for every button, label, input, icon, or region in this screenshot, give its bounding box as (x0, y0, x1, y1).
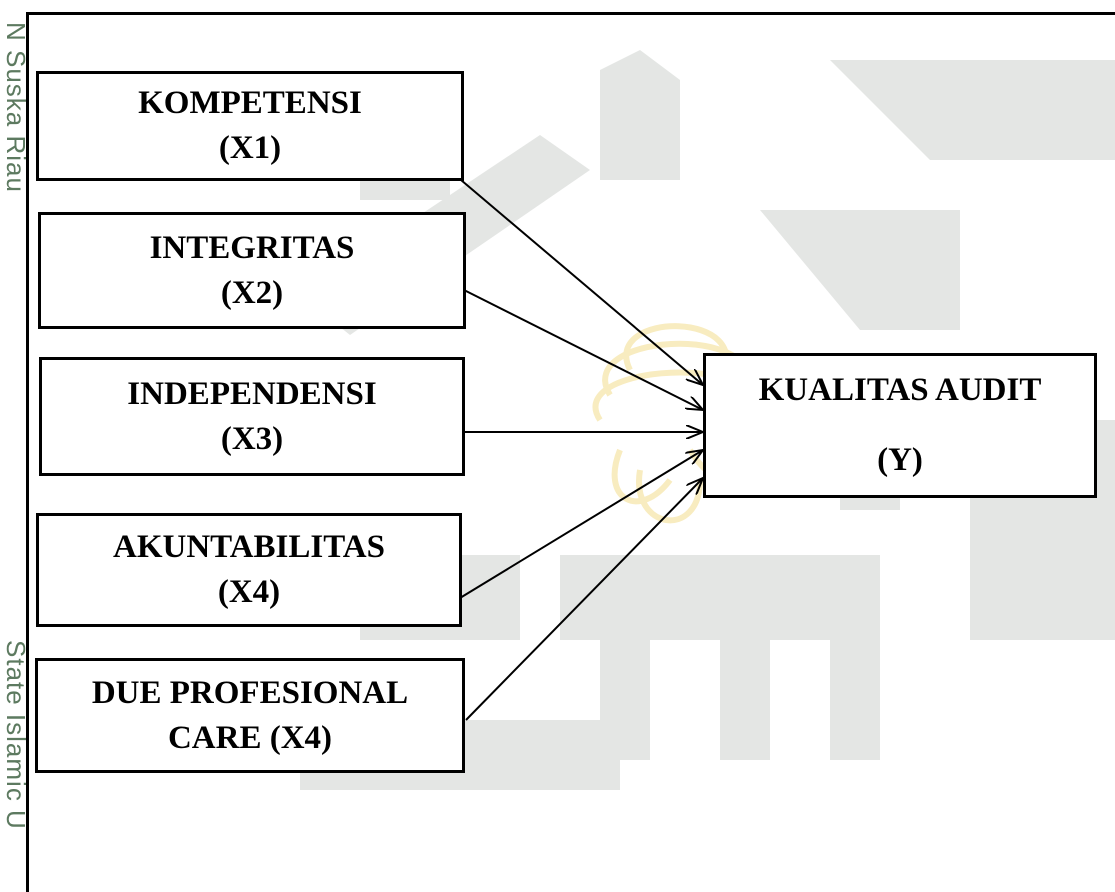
arrow-x1-to-y (460, 179, 703, 385)
variable-code: (X4) (217, 574, 281, 610)
diagram-frame (26, 12, 1115, 892)
variable-code: (X2) (220, 274, 284, 311)
variable-name: KOMPETENSI (138, 85, 362, 122)
variable-name: INDEPENDENSI (127, 375, 377, 412)
variable-box-due-profesional-care: DUE PROFESIONAL CARE (X4) (35, 658, 465, 773)
variable-box-akuntabilitas: AKUNTABILITAS (X4) (36, 513, 462, 627)
variable-box-kualitas-audit: KUALITAS AUDIT (Y) (703, 353, 1097, 498)
variable-box-independensi: INDEPENDENSI (X3) (39, 357, 465, 476)
variable-box-kompetensi: KOMPETENSI (X1) (36, 71, 464, 181)
variable-code: (Y) (877, 441, 923, 478)
variable-code: (X3) (220, 420, 284, 457)
variable-name: DUE PROFESIONAL (91, 674, 409, 711)
arrow-x4-to-y (459, 450, 703, 599)
variable-name: INTEGRITAS (149, 229, 355, 266)
variable-code: (X1) (218, 130, 282, 166)
arrow-x5-to-y (465, 478, 703, 721)
variable-box-integritas: INTEGRITAS (X2) (38, 212, 466, 329)
arrow-x2-to-y (463, 289, 703, 410)
variable-name: AKUNTABILITAS (112, 529, 385, 566)
variable-name: KUALITAS AUDIT (758, 372, 1042, 409)
variable-code: CARE (X4) (167, 719, 333, 756)
